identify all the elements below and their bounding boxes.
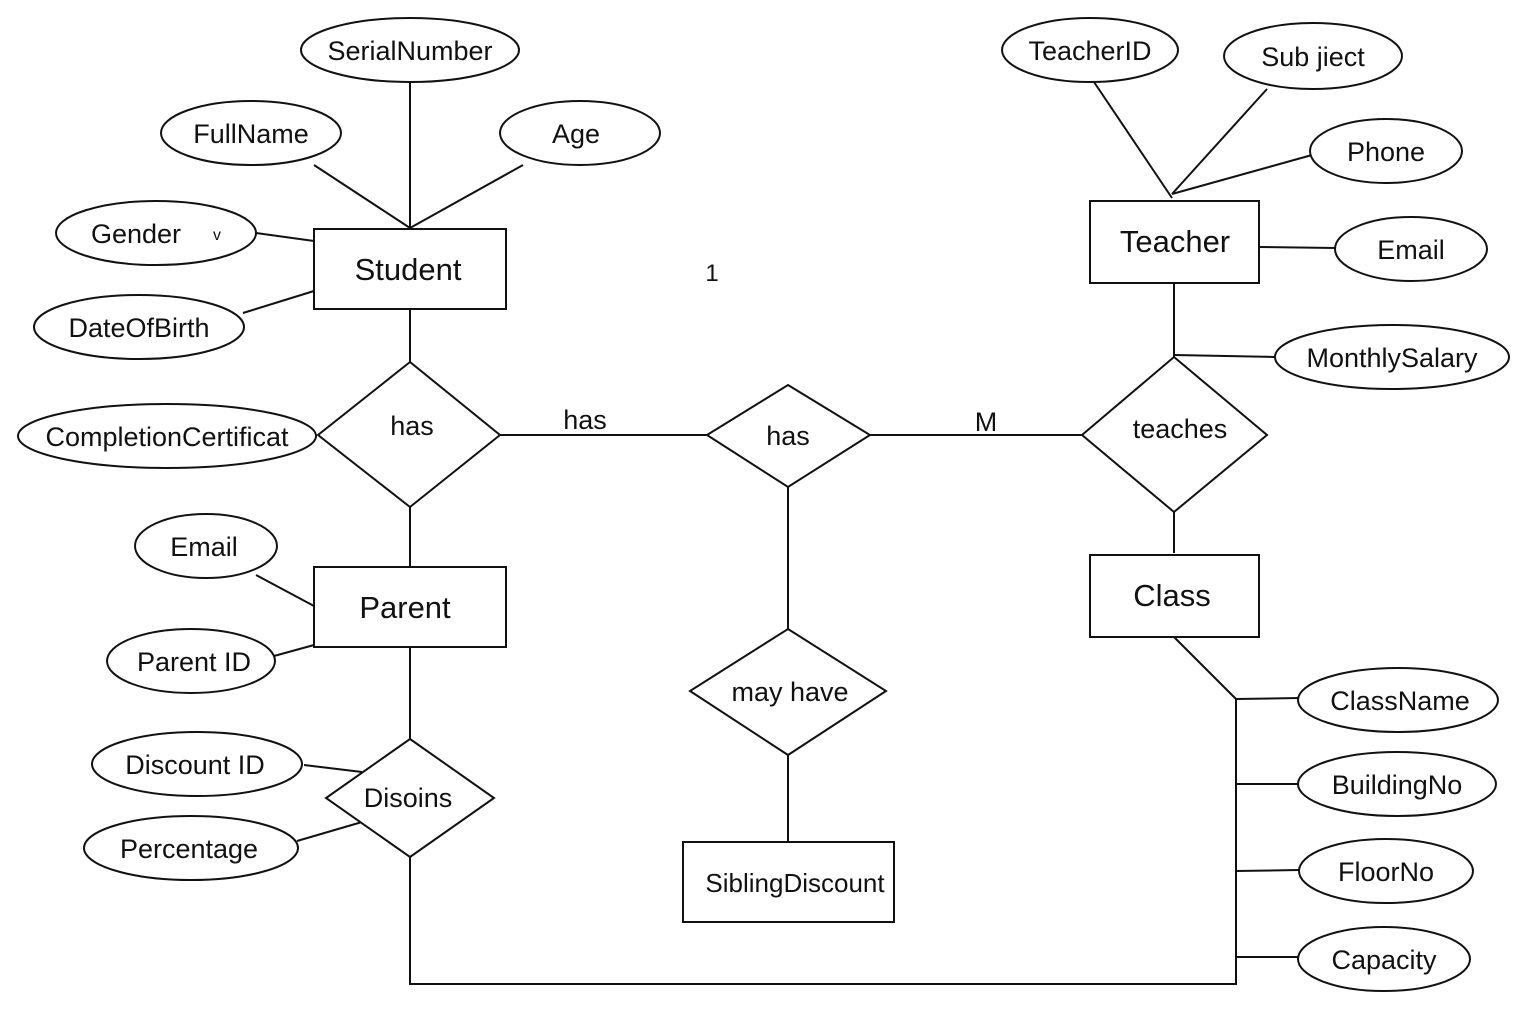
attr-full-name: FullName <box>160 100 342 166</box>
attr-gender: Gender v <box>55 200 257 266</box>
relationship-student-parent-has: has <box>316 360 502 509</box>
attr-serial-number-label: SerialNumber <box>327 36 492 66</box>
relationship-center-has-label: has <box>766 421 810 451</box>
connectors <box>242 81 1337 985</box>
attr-building-no: BuildingNo <box>1297 751 1497 817</box>
attr-subject: Sub jiect <box>1223 22 1403 90</box>
attr-class-name-label: ClassName <box>1330 686 1470 716</box>
attr-serial-number: SerialNumber <box>300 17 520 83</box>
attr-age: Age <box>499 100 661 166</box>
entity-sibling-discount: SiblingDiscount <box>682 841 895 923</box>
attr-completion-certificate-label: CompletionCertificat <box>45 422 289 452</box>
attr-floor-no: FloorNo <box>1298 838 1474 904</box>
attr-class-name: ClassName <box>1297 667 1499 733</box>
attr-teacher-id-label: TeacherID <box>1028 36 1151 66</box>
entity-class-label: Class <box>1133 578 1211 613</box>
attr-completion-certificate: CompletionCertificat <box>17 403 317 469</box>
attr-monthly-salary: MonthlySalary <box>1274 324 1510 390</box>
attr-gender-mark: v <box>213 227 221 244</box>
attr-discount-id-label: Discount ID <box>125 750 265 780</box>
relationship-teaches-label: teaches <box>1133 414 1228 444</box>
attr-phone: Phone <box>1309 118 1463 184</box>
attr-building-no-label: BuildingNo <box>1332 770 1463 800</box>
entity-parent: Parent <box>313 566 507 648</box>
entity-teacher: Teacher <box>1089 200 1260 284</box>
attr-capacity: Capacity <box>1297 926 1471 992</box>
attr-parent-email-label: Email <box>170 532 238 562</box>
cardinality-right-label: M <box>975 407 998 437</box>
attr-monthly-salary-label: MonthlySalary <box>1306 343 1478 373</box>
attr-date-of-birth-label: DateOfBirth <box>68 313 209 343</box>
relationship-disoins: Disoins <box>324 737 496 859</box>
attr-percentage-label: Percentage <box>120 834 258 864</box>
relationship-disoins-label: Disoins <box>364 783 453 813</box>
relationship-teaches: teaches <box>1080 355 1269 514</box>
relationship-center-has: has <box>705 383 872 489</box>
attr-phone-label: Phone <box>1347 137 1425 167</box>
attr-teacher-id: TeacherID <box>1001 17 1179 83</box>
attr-date-of-birth: DateOfBirth <box>33 294 245 360</box>
relationship-student-parent-has-label: has <box>390 411 434 441</box>
entity-class: Class <box>1089 554 1260 638</box>
cardinality-left-label: has <box>563 405 607 435</box>
attr-full-name-label: FullName <box>193 119 309 149</box>
relationship-may-have: may have <box>688 627 888 757</box>
entity-parent-label: Parent <box>359 590 451 625</box>
relationship-may-have-label: may have <box>731 677 848 707</box>
cardinality-floating-label: 1 <box>705 260 718 287</box>
attr-subject-label: Sub jiect <box>1261 42 1365 72</box>
attr-teacher-email: Email <box>1334 216 1488 282</box>
entity-student: Student <box>313 228 507 310</box>
attr-teacher-email-label: Email <box>1377 235 1445 265</box>
attr-age-label: Age <box>552 119 600 149</box>
entity-sibling-discount-label: SiblingDiscount <box>705 868 885 898</box>
attr-discount-id: Discount ID <box>91 731 303 797</box>
attr-parent-email: Email <box>134 513 278 579</box>
attr-parent-id-label: Parent ID <box>137 647 251 677</box>
entity-student-label: Student <box>355 252 462 287</box>
entity-teacher-label: Teacher <box>1120 224 1230 259</box>
attr-percentage: Percentage <box>83 815 299 881</box>
attr-capacity-label: Capacity <box>1331 945 1437 975</box>
attr-gender-label: Gender <box>91 219 181 249</box>
attr-floor-no-label: FloorNo <box>1338 857 1434 887</box>
attr-parent-id: Parent ID <box>106 628 276 694</box>
